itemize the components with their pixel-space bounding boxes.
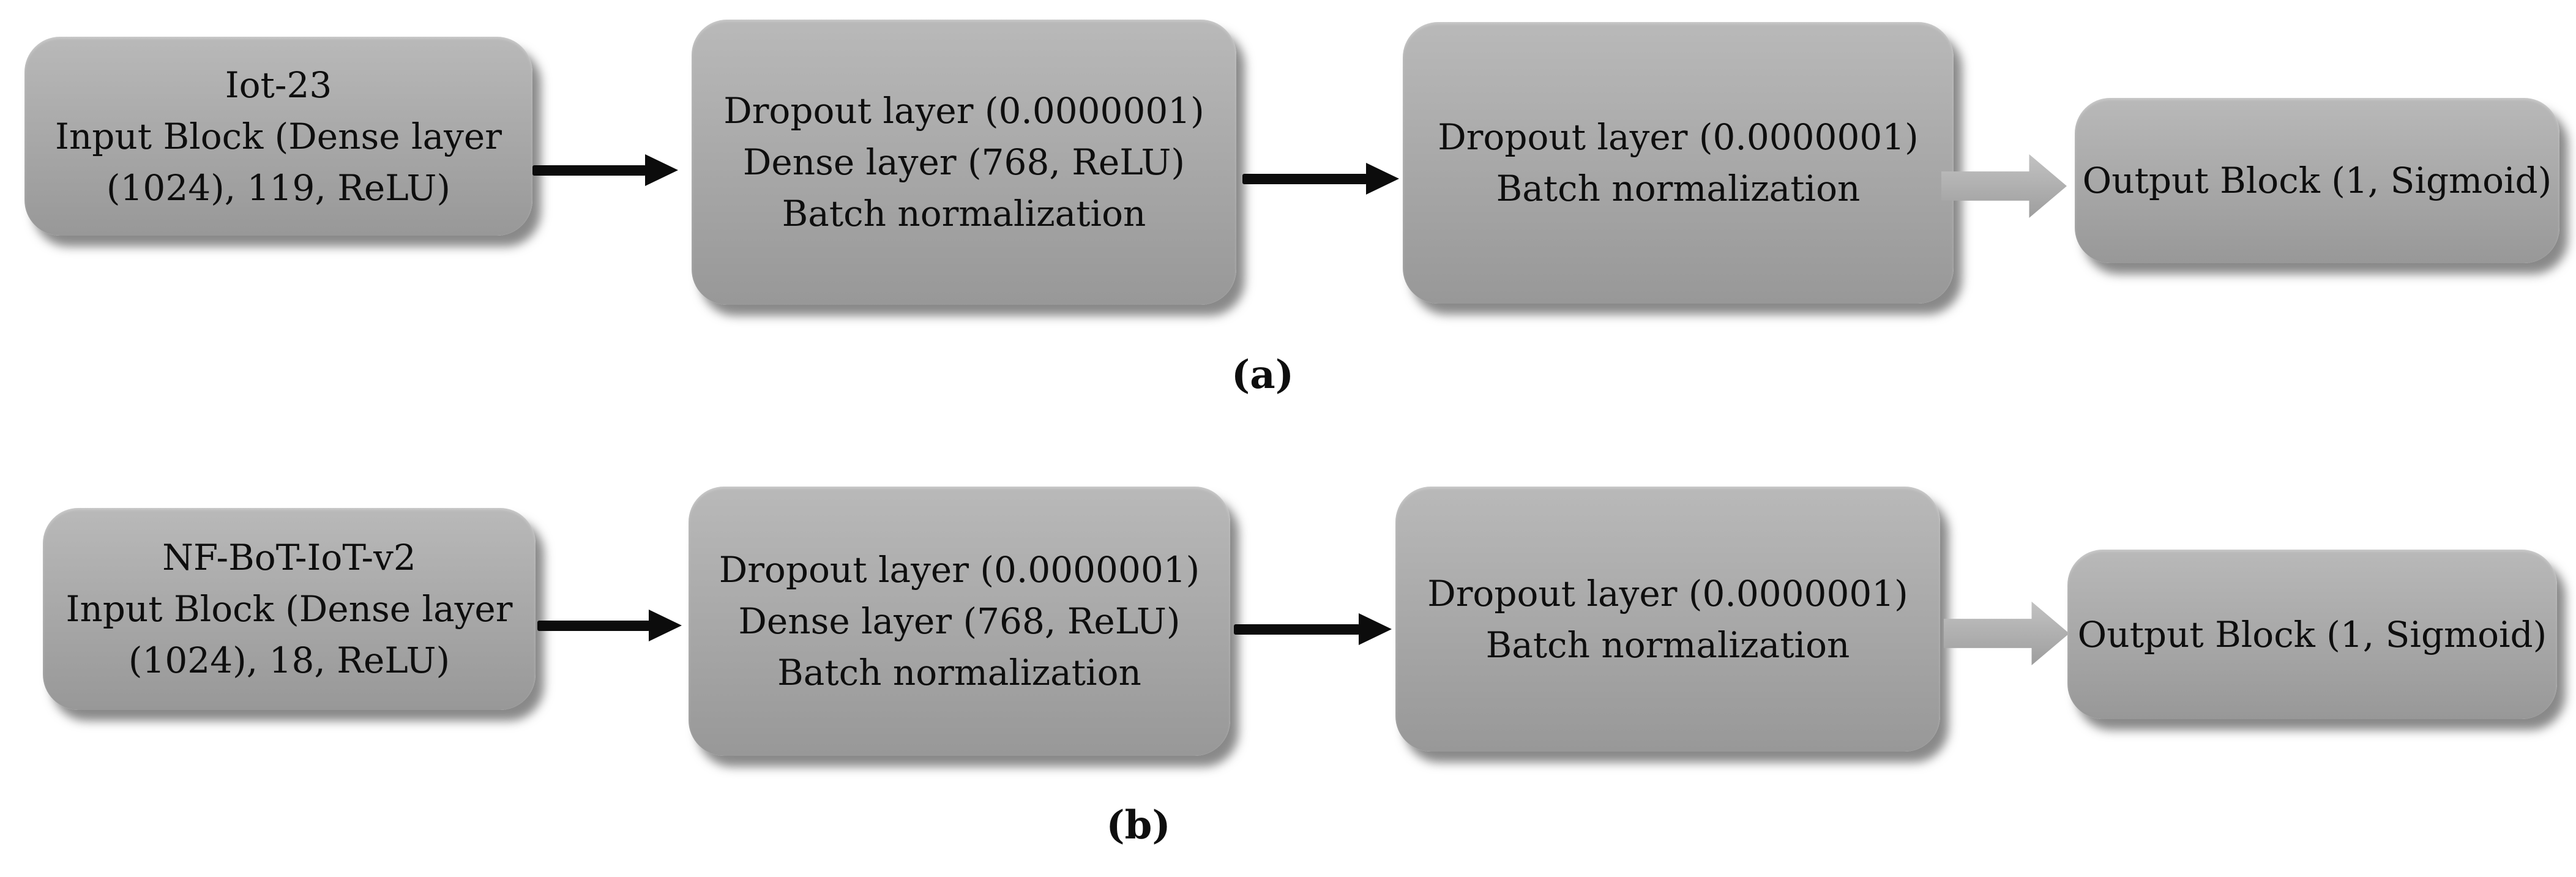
panel-b-dropout-block: Dropout layer (0.0000001) Batch normaliz… [1395, 487, 1940, 752]
arrow-shaft [537, 621, 650, 631]
block-text-line: Output Block (1, Sigmoid) [2082, 160, 2552, 201]
flow-arrow-icon [532, 154, 678, 186]
arrow-shaft [1242, 174, 1367, 184]
panel-a-caption: (a) [1231, 352, 1294, 398]
panel-b-input-block: NF-BoT-IoT-v2 Input Block (Dense layer (… [43, 508, 536, 710]
block-text-line: Dropout layer (0.0000001) [723, 90, 1204, 132]
block-text-line: Dense layer (768, ReLU) [742, 141, 1185, 183]
panel-b-caption: (b) [1106, 802, 1171, 848]
panel-b-dense-block: Dropout layer (0.0000001) Dense layer (7… [689, 487, 1230, 756]
block-text-line: Batch normalization [777, 652, 1141, 693]
block-text-line: Input Block (Dense layer [55, 115, 502, 157]
block-arrow-icon [1944, 602, 2069, 665]
dataset-name: NF-BoT-IoT-v2 [162, 537, 416, 578]
arrow-head [1359, 613, 1392, 645]
panel-a-dropout-block: Dropout layer (0.0000001) Batch normaliz… [1403, 22, 1954, 304]
block-text-line: Dropout layer (0.0000001) [1427, 572, 1908, 614]
arrow-head [1366, 163, 1399, 195]
arrow-head [645, 154, 678, 186]
block-text-line: (1024), 119, ReLU) [106, 166, 451, 209]
block-text-line: Batch normalization [782, 193, 1146, 234]
panel-a-dense-block: Dropout layer (0.0000001) Dense layer (7… [692, 20, 1236, 305]
arrow-head [649, 610, 682, 641]
block-text-line: (1024), 18, ReLU) [128, 640, 450, 681]
block-text-line: Batch normalization [1496, 168, 1861, 209]
block-text-line: Dense layer (768, ReLU) [738, 600, 1181, 642]
panel-a-output-block: Output Block (1, Sigmoid) [2075, 98, 2559, 263]
block-text-line: Input Block (Dense layer [65, 588, 513, 630]
arrow-shaft [1234, 624, 1360, 635]
block-text-line: Dropout layer (0.0000001) [719, 549, 1200, 591]
block-text-line: Batch normalization [1485, 624, 1850, 666]
flow-arrow-icon [1242, 163, 1399, 195]
flow-arrow-icon [1234, 613, 1392, 645]
block-text-line: Dropout layer (0.0000001) [1438, 116, 1919, 158]
arrow-shaft [532, 165, 646, 176]
block-text-line: Output Block (1, Sigmoid) [2077, 613, 2547, 655]
panel-a-input-block: Iot-23 Input Block (Dense layer (1024), … [24, 37, 532, 236]
block-arrow-icon [1941, 154, 2067, 218]
dataset-name: Iot-23 [225, 64, 332, 106]
flow-arrow-icon [537, 610, 682, 641]
panel-b-output-block: Output Block (1, Sigmoid) [2067, 550, 2557, 719]
